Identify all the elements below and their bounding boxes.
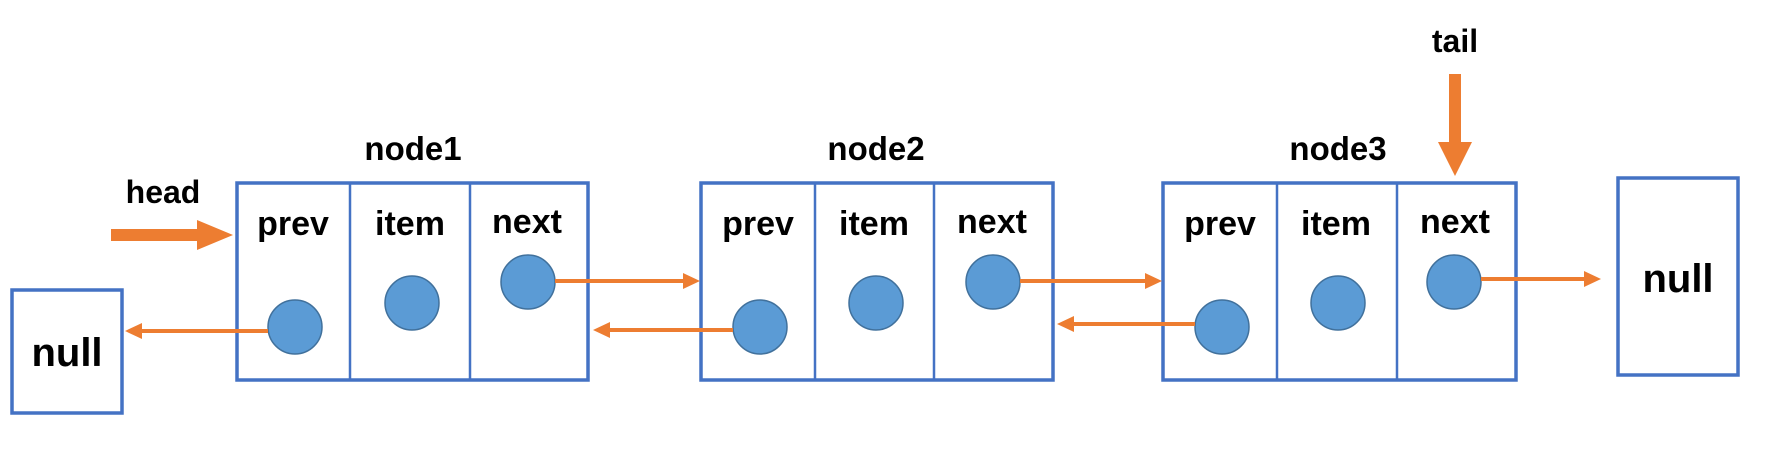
node-title: node1 bbox=[364, 130, 461, 167]
tail-label: tail bbox=[1432, 23, 1478, 59]
next-pointer-dot bbox=[1426, 254, 1482, 310]
field-label-item: item bbox=[1301, 205, 1371, 243]
prev-link-node3-node2 bbox=[1057, 316, 1195, 332]
field-label-next: next bbox=[1420, 203, 1490, 241]
null-label-right: null bbox=[1642, 257, 1713, 301]
field-label-item: item bbox=[839, 205, 909, 243]
node-title: node3 bbox=[1289, 130, 1386, 167]
null-box-left: null bbox=[10, 288, 124, 415]
head-arrow bbox=[197, 220, 233, 250]
node-title: node2 bbox=[827, 130, 924, 167]
head-pointer: head bbox=[111, 174, 233, 250]
field-label-prev: prev bbox=[1184, 205, 1256, 243]
item-dot bbox=[1310, 275, 1366, 331]
node-1: node1 prev item next bbox=[235, 130, 590, 382]
null-label-left: null bbox=[31, 331, 102, 375]
item-dot bbox=[848, 275, 904, 331]
prev-pointer-dot bbox=[732, 299, 788, 355]
prev-pointer-dot bbox=[267, 299, 323, 355]
next-pointer-dot bbox=[500, 254, 556, 310]
field-label-next: next bbox=[492, 203, 562, 241]
prev-pointer-dot bbox=[1194, 299, 1250, 355]
null-box-right: null bbox=[1616, 176, 1740, 377]
tail-pointer: tail bbox=[1432, 23, 1478, 176]
next-link-node2-node3 bbox=[1020, 273, 1162, 289]
next-pointer-dot bbox=[965, 254, 1021, 310]
head-label: head bbox=[126, 174, 201, 210]
next-link-node1-node2 bbox=[555, 273, 700, 289]
field-label-item: item bbox=[375, 205, 445, 243]
field-label-prev: prev bbox=[257, 205, 329, 243]
node-2: node2 prev item next bbox=[699, 130, 1055, 382]
field-label-prev: prev bbox=[722, 205, 794, 243]
node-3: node3 prev item next bbox=[1161, 130, 1518, 382]
prev-link-node1-null bbox=[125, 323, 268, 339]
tail-arrow bbox=[1438, 142, 1472, 176]
prev-link-node2-node1 bbox=[593, 322, 733, 338]
item-dot bbox=[384, 275, 440, 331]
next-link-node3-null bbox=[1481, 271, 1601, 287]
field-label-next: next bbox=[957, 203, 1027, 241]
